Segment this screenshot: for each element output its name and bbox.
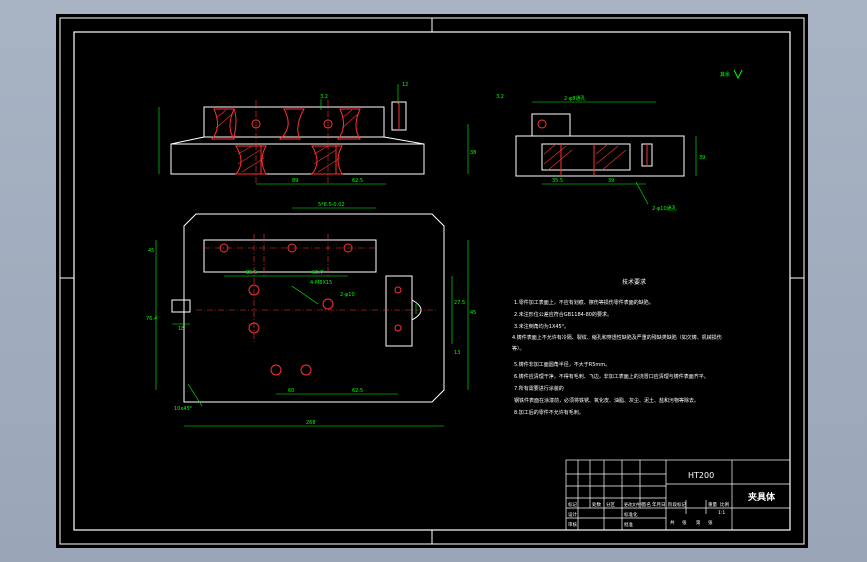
tech-item-5: 5.铸件非加工面圆角半径，不大于R5mm。 bbox=[514, 361, 610, 368]
material-label: HT200 bbox=[688, 471, 714, 480]
drawing-viewport[interactable]: 89 62.5 38 3.2 12 2-φ8通孔 35.5 39 39 3.2 … bbox=[56, 14, 808, 548]
tb-scale-value: 1:1 bbox=[718, 510, 725, 516]
top-view bbox=[171, 213, 445, 403]
tech-item-8: 8.加工后的零件不允许有毛刺。 bbox=[514, 409, 584, 416]
title-block bbox=[565, 459, 791, 531]
tb-sheet-unit2: 张 bbox=[708, 519, 713, 526]
dim-top-4: 45 bbox=[148, 248, 154, 254]
dim-front-12: 12 bbox=[402, 82, 408, 88]
tech-item-7b: 钢铁件表面在涂漆前，必须将铁锈、氧化皮、油脂、灰尘、泥土、盐和污物等除去。 bbox=[514, 397, 699, 404]
inner-frame bbox=[73, 31, 791, 531]
tech-item-2: 2.未注形位公差应符合GB1184-80的要求。 bbox=[514, 311, 612, 318]
tb-label-date: 年月日 bbox=[652, 501, 666, 508]
tech-item-1: 1.零件加工表面上，不应有划痕、擦伤等损伤零件表面的缺陷。 bbox=[514, 299, 654, 306]
dim-top-3: 60.7 bbox=[312, 270, 323, 276]
dim-side-2: 39 bbox=[608, 178, 614, 184]
tech-requirements: 技术要求 1.零件加工表面上，不应有划痕、擦伤等损伤零件表面的缺陷。 2.未注形… bbox=[512, 278, 722, 416]
outer-frame bbox=[59, 17, 805, 545]
tech-item-4: 4.铸件表面上不允许有冷隔、裂纹、缩孔和穿透性缺陷及严重的残缺类缺陷（如欠铸、机… bbox=[512, 335, 722, 352]
thread-callout: 4-M8X15 bbox=[310, 280, 332, 286]
dim-top-12: 13 bbox=[454, 350, 460, 356]
side-holes-note: 2-φ10通孔 bbox=[652, 205, 677, 212]
tech-item-3: 3.未注倒角均为1X45°。 bbox=[514, 323, 569, 330]
dim-side-3: 39 bbox=[699, 155, 705, 161]
side-view-dims bbox=[532, 101, 697, 205]
dim-top-11: 62.5 bbox=[352, 388, 363, 394]
dim-top-10: 60 bbox=[288, 388, 294, 394]
top-view-dims bbox=[155, 207, 469, 427]
dim-front-3: 38 bbox=[470, 150, 476, 156]
dim-top-2: 85.5 bbox=[246, 270, 257, 276]
tech-item-7: 7.所有需要进行涂装的 bbox=[514, 385, 564, 392]
dim-top-overall: 268 bbox=[306, 420, 316, 426]
dim-front-1: 89 bbox=[292, 178, 298, 184]
tb-label-changedoc: 更改文件号 bbox=[624, 501, 644, 507]
drawing-title: 夹具体 bbox=[748, 491, 776, 503]
tb-label-design: 设计 bbox=[568, 511, 577, 518]
roughness-front: 3.2 bbox=[320, 94, 328, 100]
tb-label-sign: 签名 bbox=[642, 501, 651, 508]
tb-label-approve: 批准 bbox=[624, 521, 633, 528]
tb-label-mark: 标记 bbox=[568, 501, 577, 508]
tech-item-6: 6.铸件应清理干净，不得有毛刺、飞边，非加工表面上的浇冒口应清理与铸件表面齐平。 bbox=[514, 373, 709, 380]
tb-label-review: 审核 bbox=[568, 521, 577, 528]
tb-sheet-total: 共 bbox=[670, 519, 675, 526]
tb-sheet-num: 第 bbox=[696, 519, 701, 526]
dim-top-7: 18 bbox=[178, 326, 184, 332]
dim-top-6: 27.5 bbox=[454, 300, 465, 306]
dim-front-2: 62.5 bbox=[352, 178, 363, 184]
tb-label-count: 处数 bbox=[592, 501, 601, 508]
side-view bbox=[515, 113, 685, 177]
roughness-note: 其余 bbox=[720, 71, 730, 78]
dim-top-8: 2-φ10 bbox=[340, 292, 355, 298]
tb-label-weight: 重量 bbox=[708, 501, 717, 508]
tech-heading: 技术要求 bbox=[622, 278, 646, 286]
dim-side-1: 35.5 bbox=[552, 178, 563, 184]
front-view-dims bbox=[158, 84, 469, 185]
roughness-side: 3.2 bbox=[496, 94, 504, 100]
dim-top-1: 5*8.5-0.02 bbox=[318, 202, 345, 208]
tb-sheet-unit1: 张 bbox=[682, 519, 687, 526]
cad-drawing: 89 62.5 38 3.2 12 2-φ8通孔 35.5 39 39 3.2 … bbox=[59, 17, 805, 545]
side-label-holes: 2-φ8通孔 bbox=[564, 95, 585, 102]
roughness-symbol-icon bbox=[733, 69, 743, 80]
tb-label-standard: 标准化 bbox=[624, 511, 638, 518]
tb-label-stage: 阶段标记 bbox=[668, 501, 686, 508]
front-view bbox=[170, 100, 425, 184]
tb-label-scale: 比例 bbox=[720, 501, 729, 508]
tb-label-zone: 分区 bbox=[606, 501, 615, 508]
chamfer-callout: 10x45° bbox=[174, 406, 193, 412]
dim-top-5: 76.4 bbox=[146, 316, 157, 322]
dim-top-9: 45 bbox=[470, 310, 476, 316]
